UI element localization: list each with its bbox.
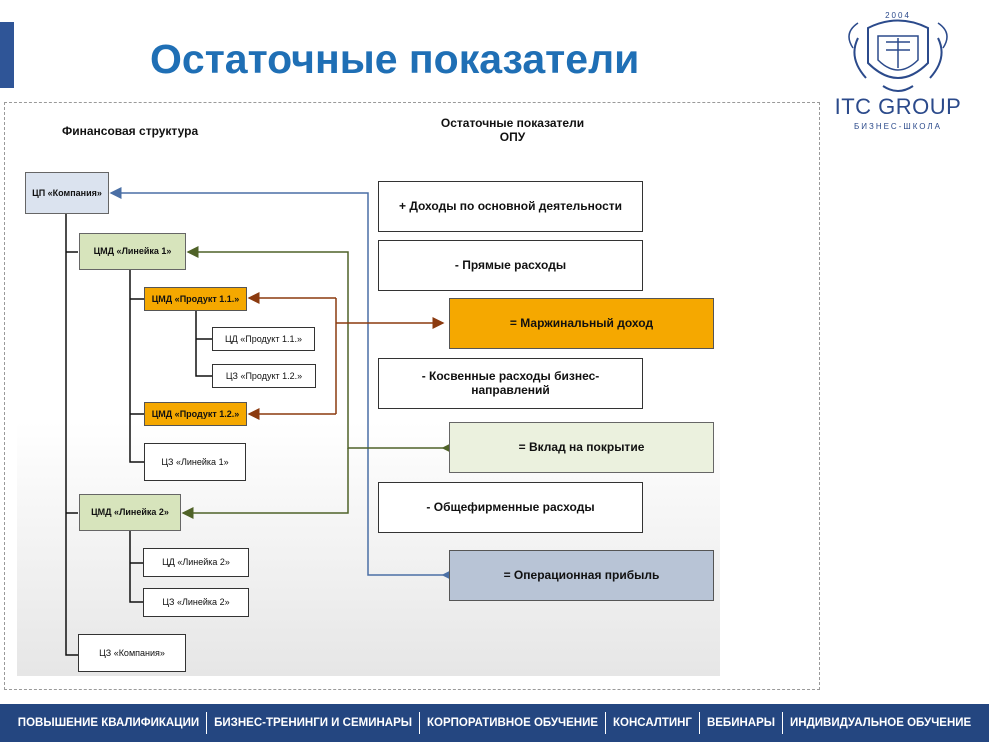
box-cz-product-1-2: ЦЗ «Продукт 1.2.» <box>212 364 316 388</box>
box-cz-company: ЦЗ «Компания» <box>78 634 186 672</box>
box-cmd-product-1-2: ЦМД «Продукт 1.2.» <box>144 402 247 426</box>
header-opu: Остаточные показатели ОПУ <box>420 116 605 144</box>
box-cz-line2: ЦЗ «Линейка 2» <box>143 588 249 617</box>
box-cd-line2: ЦД «Линейка 2» <box>143 548 249 577</box>
box-cmd-product-1-1: ЦМД «Продукт 1.1.» <box>144 287 247 311</box>
header-opu-line2: ОПУ <box>499 130 526 144</box>
crest-icon: 2004 <box>848 11 948 92</box>
indicator-contribution: = Вклад на покрытие <box>449 422 714 473</box>
footer-nav: ПОВЫШЕНИЕ КВАЛИФИКАЦИИ БИЗНЕС-ТРЕНИНГИ И… <box>0 704 989 742</box>
header-opu-line1: Остаточные показатели <box>440 116 585 130</box>
box-cz-line1: ЦЗ «Линейка 1» <box>144 443 246 481</box>
header-financial-structure: Финансовая структура <box>62 124 199 138</box>
box-cmd-line2: ЦМД «Линейка 2» <box>79 494 181 531</box>
indicator-operating-profit: = Операционная прибыль <box>449 550 714 601</box>
box-cmd-line1: ЦМД «Линейка 1» <box>79 233 186 270</box>
accent-bar <box>0 22 14 88</box>
indicator-core-income: + Доходы по основной деятельности <box>378 181 643 232</box>
footer-item-webinars[interactable]: ВЕБИНАРЫ <box>706 717 775 729</box>
footer-item-consulting[interactable]: КОНСАЛТИНГ <box>613 717 692 729</box>
footer-item-qualification[interactable]: ПОВЫШЕНИЕ КВАЛИФИКАЦИИ <box>17 717 200 729</box>
box-cp-company: ЦП «Компания» <box>25 172 109 214</box>
footer-item-corporate[interactable]: КОРПОРАТИВНОЕ ОБУЧЕНИЕ <box>427 717 599 729</box>
indicator-corporate-costs: - Общефирменные расходы <box>378 482 643 533</box>
indicator-indirect-costs: - Косвенные расходы бизнес-направлений <box>378 358 643 409</box>
itc-group-logo: 2004 ITC GROUP БИЗНЕС-ШКОЛА <box>828 8 978 133</box>
logo-subtitle: БИЗНЕС-ШКОЛА <box>853 122 942 131</box>
diagram-frame <box>4 102 820 690</box>
page-title: Остаточные показатели <box>150 36 640 82</box>
footer-item-individual[interactable]: ИНДИВИДУАЛЬНОЕ ОБУЧЕНИЕ <box>790 717 972 729</box>
indicator-marginal-income: = Маржинальный доход <box>449 298 714 349</box>
indicator-direct-costs: - Прямые расходы <box>378 240 643 291</box>
logo-name: ITC GROUP <box>834 94 962 119</box>
box-cd-product-1-1: ЦД «Продукт 1.1.» <box>212 327 315 351</box>
footer-item-trainings[interactable]: БИЗНЕС-ТРЕНИНГИ И СЕМИНАРЫ <box>214 717 412 729</box>
logo-year: 2004 <box>885 11 911 20</box>
